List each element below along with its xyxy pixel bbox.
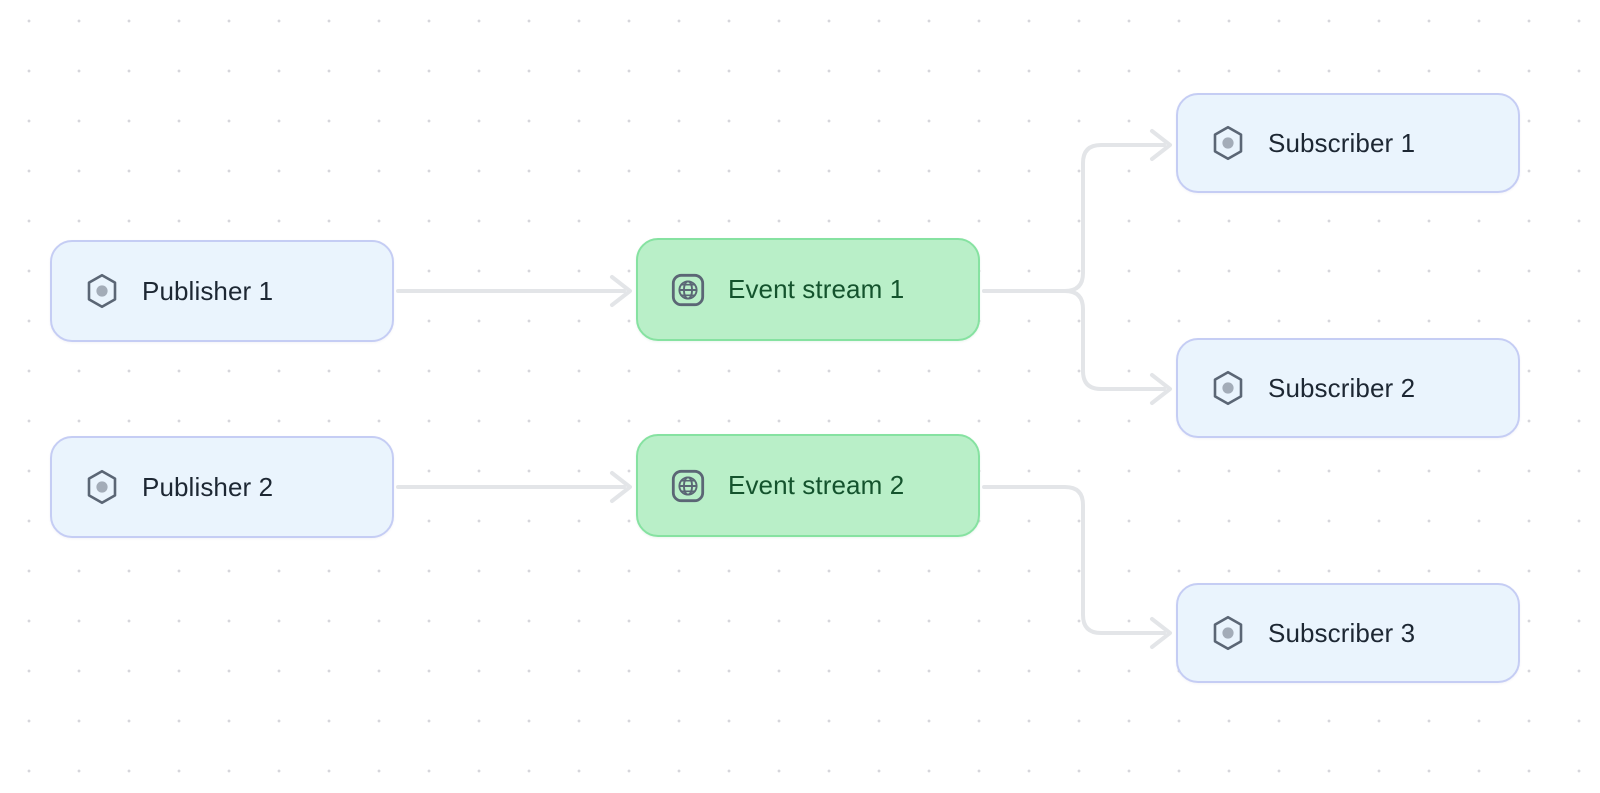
hexagon-dot-icon <box>1213 615 1243 651</box>
edge-arrowhead-icon <box>610 471 632 503</box>
edge-arrowhead-icon <box>610 275 632 307</box>
node-label-subscriber-1: Subscriber 1 <box>1268 127 1416 158</box>
hexagon-dot-icon-wrap <box>1208 368 1248 408</box>
edge-arrowhead-icon <box>1150 617 1172 649</box>
edge-arrowhead-icon <box>1150 129 1172 161</box>
edge-event-stream-2-to-subscriber-3[interactable] <box>982 485 1172 649</box>
hexagon-dot-icon-wrap <box>82 467 122 507</box>
node-subscriber-3[interactable]: Subscriber 3 <box>1176 583 1520 683</box>
edge-arrowhead-icon <box>1150 373 1172 405</box>
node-label-event-stream-1: Event stream 1 <box>728 274 905 304</box>
node-label-publisher-2: Publisher 2 <box>142 471 274 502</box>
edge-event-stream-1-to-subscriber-2[interactable] <box>982 289 1172 405</box>
node-event-stream-1[interactable]: Event stream 1 <box>636 238 980 341</box>
hexagon-dot-icon <box>1213 125 1243 161</box>
node-publisher-1[interactable]: Publisher 1 <box>50 240 394 342</box>
hexagon-dot-icon-wrap <box>1208 613 1248 653</box>
hexagon-dot-icon-wrap <box>1208 123 1248 163</box>
globe-square-icon-wrap <box>668 270 708 310</box>
hexagon-dot-icon <box>87 469 117 505</box>
node-label-publisher-1: Publisher 1 <box>142 275 274 306</box>
node-subscriber-1[interactable]: Subscriber 1 <box>1176 93 1520 193</box>
globe-square-icon <box>671 273 705 306</box>
hexagon-dot-icon <box>87 273 117 309</box>
hexagon-dot-icon-wrap <box>82 271 122 311</box>
node-event-stream-2[interactable]: Event stream 2 <box>636 434 980 537</box>
globe-square-icon <box>671 469 705 502</box>
hexagon-dot-icon <box>1213 370 1243 406</box>
edge-event-stream-1-to-subscriber-1[interactable] <box>982 129 1172 293</box>
node-subscriber-2[interactable]: Subscriber 2 <box>1176 338 1520 438</box>
edge-publisher-1-to-event-stream-1[interactable] <box>396 275 632 307</box>
globe-square-icon-wrap <box>668 466 708 506</box>
edge-publisher-2-to-event-stream-2[interactable] <box>396 471 632 503</box>
node-label-subscriber-2: Subscriber 2 <box>1268 372 1416 403</box>
node-label-event-stream-2: Event stream 2 <box>728 470 905 500</box>
node-label-subscriber-3: Subscriber 3 <box>1268 617 1416 648</box>
node-publisher-2[interactable]: Publisher 2 <box>50 436 394 538</box>
